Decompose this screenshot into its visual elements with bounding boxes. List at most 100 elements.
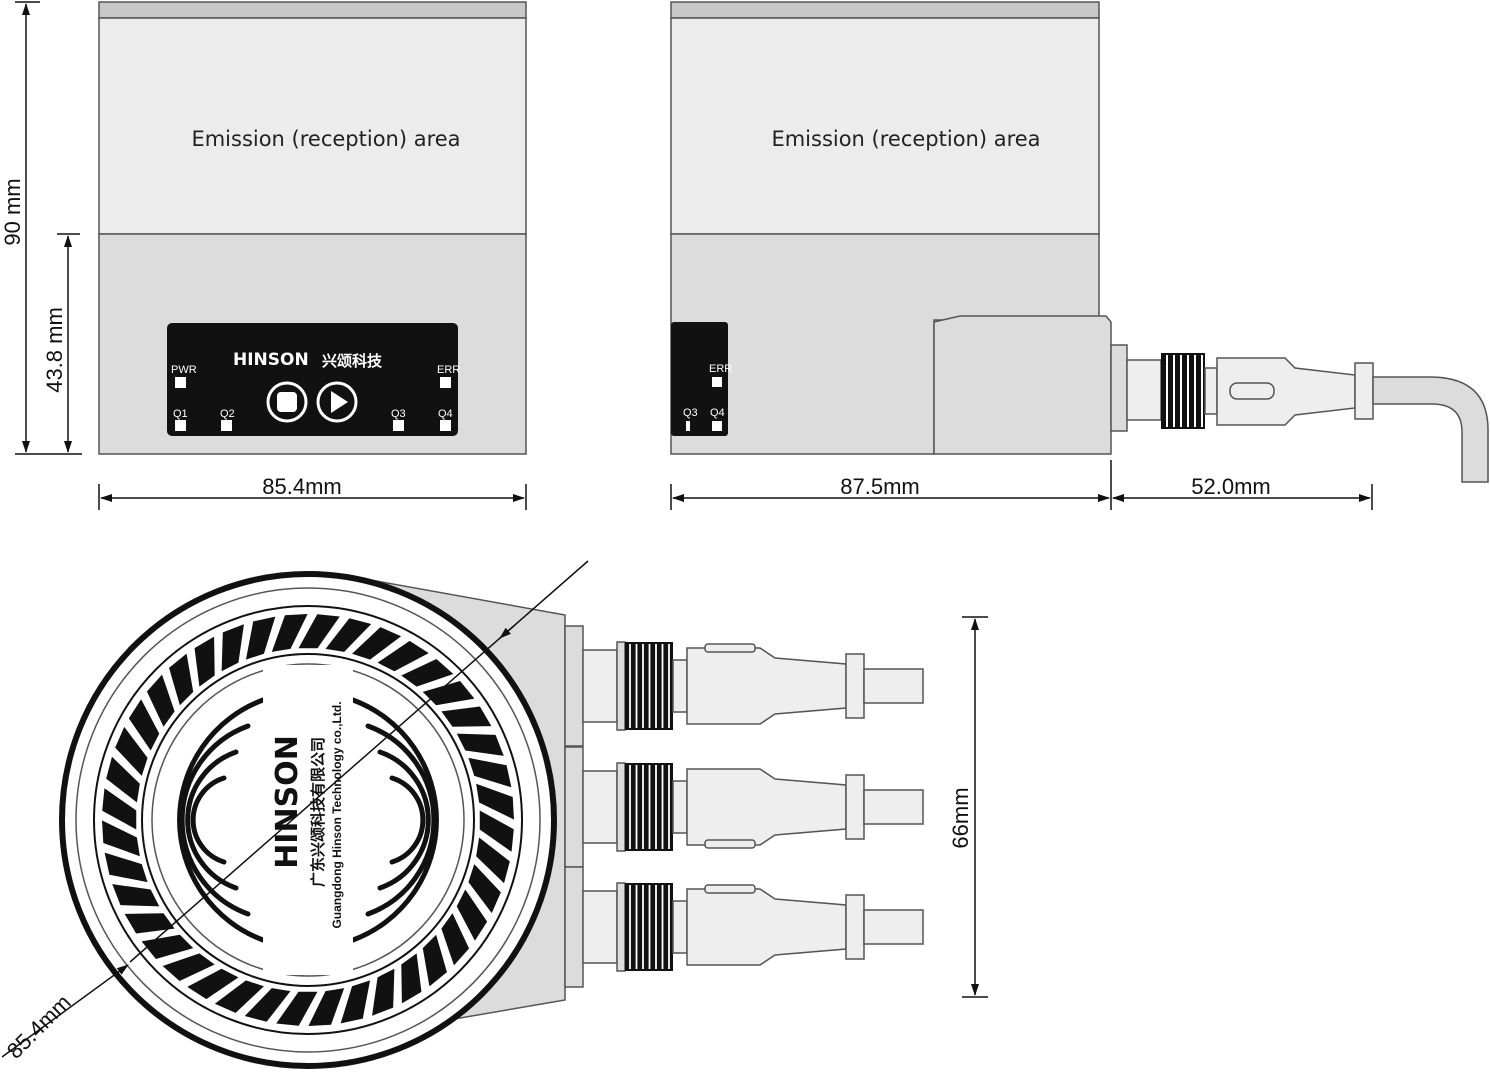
connector-2 xyxy=(564,746,924,868)
cable-stub xyxy=(863,668,924,704)
vent-slot xyxy=(298,614,340,649)
front-total-height-label: 90 mm xyxy=(0,178,25,245)
front-view: Emission (reception) area HINSON 兴颂科技 PW… xyxy=(0,1,527,510)
side-indicator-q3 xyxy=(686,421,690,431)
vent-slot xyxy=(479,810,514,852)
side-body-label: 87.5mm xyxy=(840,474,919,499)
top-view: HINSON 广东兴颂科技有限公司 Guangdong Hinson Techn… xyxy=(1,560,988,1069)
vent-slot xyxy=(401,658,454,687)
side-indicator-label-err: ERR xyxy=(709,363,732,375)
top-connectors xyxy=(564,625,924,988)
top-diameter-label: 85.4mm xyxy=(2,990,76,1064)
connector-3 xyxy=(564,866,924,988)
side-cable xyxy=(1372,376,1489,483)
side-lower-body xyxy=(670,233,1100,455)
vent-slot xyxy=(468,864,501,914)
top-inner-rim xyxy=(75,587,541,1053)
front-lower-height-dimension: 43.8 mm xyxy=(42,233,80,453)
vent-slot xyxy=(271,614,308,652)
vent-slot xyxy=(106,756,140,803)
indicator-err xyxy=(440,377,451,388)
vent-slot xyxy=(115,726,148,776)
vent-slot xyxy=(308,988,345,1026)
vent-slot xyxy=(340,980,371,1024)
cable-stub xyxy=(863,789,924,825)
indicator-label-q2: Q2 xyxy=(220,408,235,420)
front-top-strip xyxy=(98,1,527,19)
top-logo: HINSON xyxy=(270,735,305,869)
vent-slot xyxy=(325,618,372,652)
indicator-q4 xyxy=(440,420,451,431)
front-emission-area xyxy=(98,17,527,235)
front-area-label: Emission (reception) area xyxy=(191,127,460,151)
vent-slot xyxy=(102,788,137,830)
vent-slot xyxy=(401,953,422,1004)
connector-1 xyxy=(564,625,924,747)
play-button-icon xyxy=(316,381,358,423)
side-emission-area xyxy=(670,17,1100,235)
front-control-panel: HINSON 兴颂科技 PWR ERR Q1 Q2 Q3 Q4 xyxy=(167,323,460,436)
indicator-pwr xyxy=(175,377,186,388)
vent-slot xyxy=(187,968,239,1000)
panel-logo-cn: 兴颂科技 xyxy=(322,352,383,370)
vent-slot xyxy=(352,627,402,660)
vent-slot xyxy=(162,953,215,982)
vent-slot xyxy=(372,968,395,1016)
indicator-label-q1: Q1 xyxy=(173,408,188,420)
top-vent-ring xyxy=(102,614,514,1026)
vent-slot xyxy=(102,820,140,857)
top-company-en: Guangdong Hinson Technology co.,Ltd. xyxy=(330,701,344,928)
vent-slot xyxy=(146,674,175,727)
side-cable-dimension: 52.0mm xyxy=(1112,474,1373,510)
cable-stub xyxy=(863,909,924,945)
vent-slot xyxy=(221,624,244,672)
top-label-strip xyxy=(263,665,353,975)
vent-slot xyxy=(245,616,276,660)
side-cable-plug xyxy=(1204,357,1489,483)
stop-button-icon xyxy=(266,381,308,423)
vent-slot xyxy=(456,733,504,756)
vent-slot xyxy=(214,980,264,1013)
side-indicator-q4 xyxy=(712,421,722,431)
vent-slot xyxy=(456,889,488,941)
indicator-label-pwr: PWR xyxy=(171,364,197,376)
indicator-q2 xyxy=(221,420,232,431)
side-indicator-err xyxy=(712,377,722,387)
vent-slot xyxy=(476,783,514,820)
side-body-dimension: 87.5mm xyxy=(670,460,1112,510)
front-total-height-dimension: 90 mm xyxy=(0,1,82,455)
side-control-panel: ERR Q3 Q4 xyxy=(671,322,732,436)
indicator-label-q4: Q4 xyxy=(438,408,453,420)
side-connector-housing xyxy=(933,315,1162,455)
top-width-label: 66mm xyxy=(948,787,973,848)
indicator-label-q3: Q3 xyxy=(391,408,406,420)
vent-slot xyxy=(169,653,194,706)
vent-slot xyxy=(441,706,492,727)
vent-slot xyxy=(244,988,291,1022)
side-cable-label: 52.0mm xyxy=(1191,474,1270,499)
vent-slot xyxy=(441,913,470,966)
vent-slot xyxy=(194,636,215,687)
vent-slot xyxy=(468,757,512,788)
vent-slot xyxy=(112,884,160,907)
indicator-label-err: ERR xyxy=(437,364,460,376)
side-area-label: Emission (reception) area xyxy=(771,127,1040,151)
indicator-q3 xyxy=(393,420,404,431)
front-lower-height-label: 43.8 mm xyxy=(42,307,67,393)
side-indicator-label-q3: Q3 xyxy=(683,407,698,419)
panel-logo: HINSON xyxy=(233,350,309,370)
vent-slot xyxy=(124,913,175,934)
side-view: Emission (reception) area ERR Q3 Q4 xyxy=(670,1,1489,510)
vent-slot xyxy=(104,852,148,883)
front-width-label: 85.4mm xyxy=(262,474,341,499)
vent-slot xyxy=(422,681,475,706)
side-top-strip xyxy=(670,1,1100,19)
vent-slot xyxy=(476,837,510,884)
top-company-cn: 广东兴颂科技有限公司 xyxy=(309,737,327,887)
front-width-dimension: 85.4mm xyxy=(98,474,527,510)
indicator-q1 xyxy=(175,420,186,431)
vent-slot xyxy=(377,640,429,672)
side-indicator-label-q4: Q4 xyxy=(710,407,725,419)
top-signal-arcs xyxy=(177,697,439,943)
vent-slot xyxy=(422,934,447,987)
